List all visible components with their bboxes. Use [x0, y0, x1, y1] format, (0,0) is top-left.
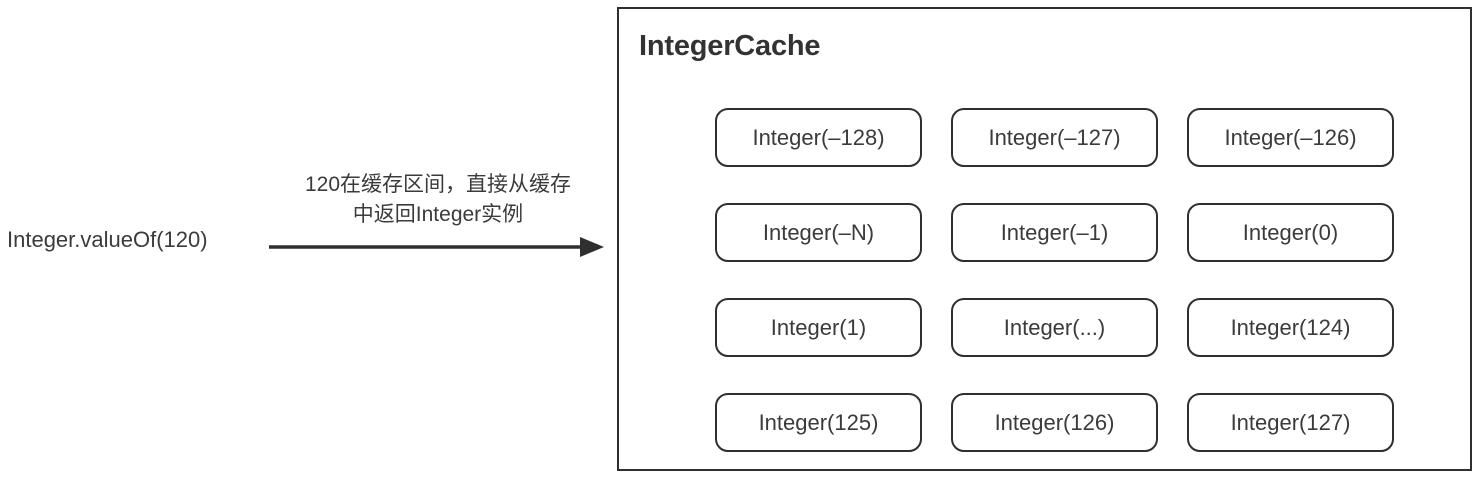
cache-cell[interactable]: Integer(1): [715, 298, 922, 357]
cache-cell[interactable]: Integer(–127): [951, 108, 1158, 167]
cache-cell[interactable]: Integer(–128): [715, 108, 922, 167]
cache-cell[interactable]: Integer(126): [951, 393, 1158, 452]
cache-cell[interactable]: Integer(–126): [1187, 108, 1394, 167]
flow-source-label: Integer.valueOf(120): [7, 227, 208, 252]
integer-cache-title: IntegerCache: [639, 30, 821, 62]
cache-cell[interactable]: Integer(124): [1187, 298, 1394, 357]
cache-cell[interactable]: Integer(–N): [715, 203, 922, 262]
cache-cell-grid: Integer(–128) Integer(–127) Integer(–126…: [715, 108, 1395, 452]
arrow-annotation-line-2: 中返回Integer实例: [352, 203, 524, 226]
cache-cell[interactable]: Integer(0): [1187, 203, 1394, 262]
cache-cell[interactable]: Integer(125): [715, 393, 922, 452]
cache-cell[interactable]: Integer(...): [951, 298, 1158, 357]
integer-cache-panel: IntegerCache Integer(–128) Integer(–127)…: [617, 7, 1472, 471]
arrow-annotation: 120在缓存区间，直接从缓存 中返回Integer实例: [262, 170, 614, 230]
flow-arrow-icon: [269, 237, 604, 257]
cache-cell[interactable]: Integer(–1): [951, 203, 1158, 262]
arrow-annotation-line-1: 120在缓存区间，直接从缓存: [304, 173, 572, 196]
cache-cell[interactable]: Integer(127): [1187, 393, 1394, 452]
